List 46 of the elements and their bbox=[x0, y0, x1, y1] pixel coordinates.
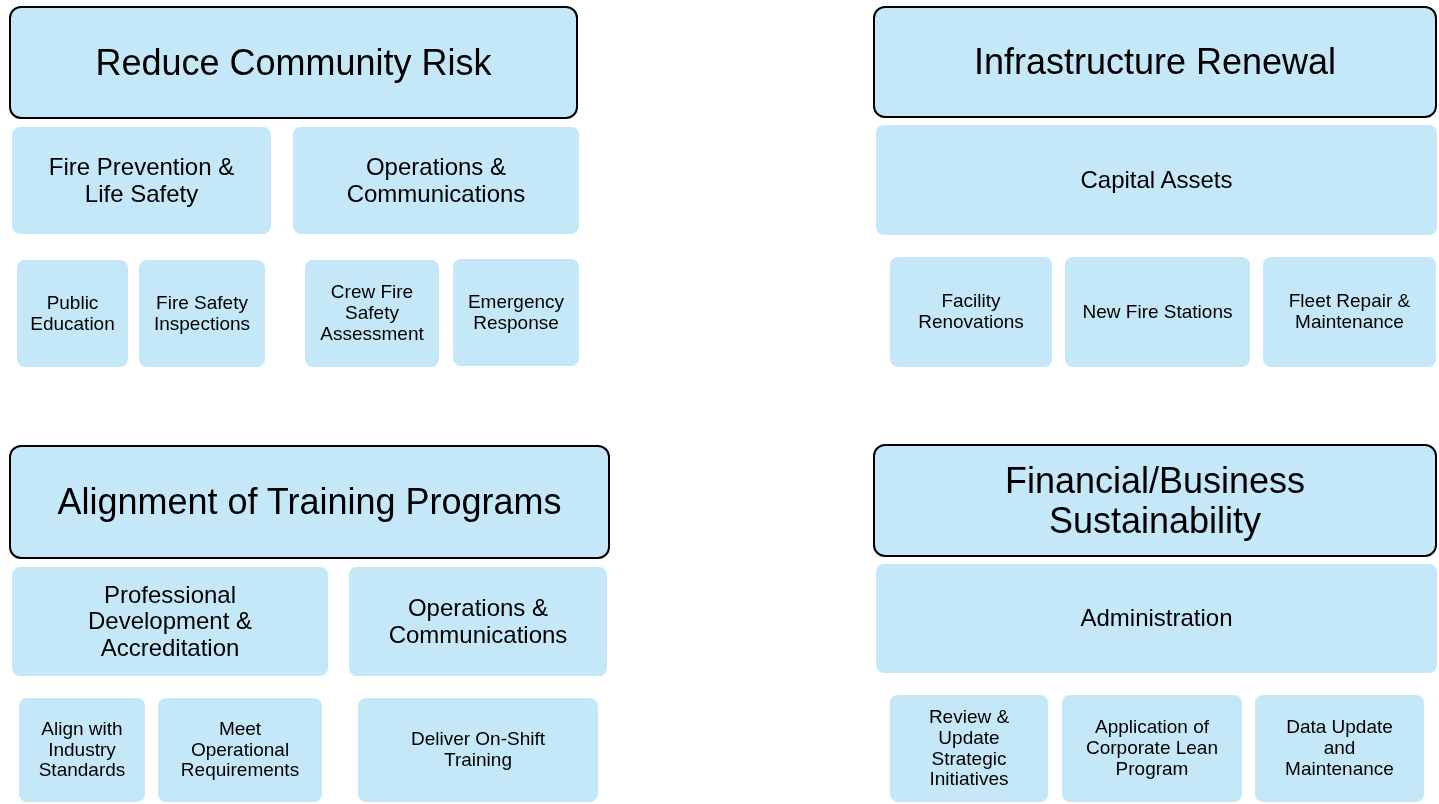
category-box bbox=[876, 564, 1437, 673]
box-label: Review & Update Strategic Initiatives bbox=[927, 706, 1011, 791]
box-label: New Fire Stations bbox=[1082, 301, 1233, 323]
task-box bbox=[1255, 695, 1424, 802]
goal-box bbox=[873, 6, 1437, 118]
box-label: Operations & Communications bbox=[345, 154, 527, 207]
box-label: Deliver On-Shift Training bbox=[409, 729, 547, 771]
category-box bbox=[12, 127, 271, 234]
box-label: Fleet Repair & Maintenance bbox=[1287, 291, 1412, 333]
task-box bbox=[305, 260, 439, 367]
task-box bbox=[1263, 257, 1436, 367]
box-label: Facility Renovations bbox=[917, 291, 1025, 333]
category-box bbox=[349, 567, 607, 676]
box-label: Capital Assets bbox=[1080, 166, 1233, 194]
box-label: Alignment of Training Programs bbox=[57, 482, 562, 522]
box-label: Public Education bbox=[29, 292, 116, 335]
box-label: Reduce Community Risk bbox=[95, 42, 492, 83]
task-box bbox=[890, 695, 1048, 802]
box-label: Emergency Response bbox=[466, 291, 566, 334]
task-box bbox=[139, 260, 265, 367]
task-box bbox=[1065, 257, 1250, 367]
box-label: Meet Operational Requirements bbox=[179, 718, 301, 782]
goal-box bbox=[873, 444, 1437, 557]
task-box bbox=[890, 257, 1052, 367]
box-label: Align with Industry Standards bbox=[37, 718, 127, 782]
box-label: Financial/Business Sustainability bbox=[1003, 460, 1307, 541]
task-box bbox=[17, 260, 128, 367]
task-box bbox=[1062, 695, 1242, 802]
box-label: Fire Prevention & Life Safety bbox=[47, 154, 236, 207]
category-box bbox=[876, 125, 1437, 235]
category-box bbox=[293, 127, 579, 234]
box-label: Application of Corporate Lean Program bbox=[1084, 717, 1219, 780]
box-label: Data Update and Maintenance bbox=[1284, 717, 1395, 780]
box-label: Professional Development & Accreditation bbox=[86, 581, 254, 662]
task-box bbox=[19, 698, 145, 802]
task-box bbox=[158, 698, 322, 802]
box-label: Infrastructure Renewal bbox=[973, 42, 1337, 82]
task-box bbox=[358, 698, 598, 802]
box-label: Administration bbox=[1080, 605, 1233, 632]
goal-box bbox=[9, 445, 610, 559]
box-label: Fire Safety Inspections bbox=[152, 292, 252, 335]
goal-box bbox=[9, 6, 578, 119]
task-box bbox=[453, 259, 579, 366]
category-box bbox=[12, 567, 328, 676]
box-label: Operations & Communications bbox=[387, 595, 569, 648]
box-label: Crew Fire Safety Assessment bbox=[319, 282, 425, 345]
